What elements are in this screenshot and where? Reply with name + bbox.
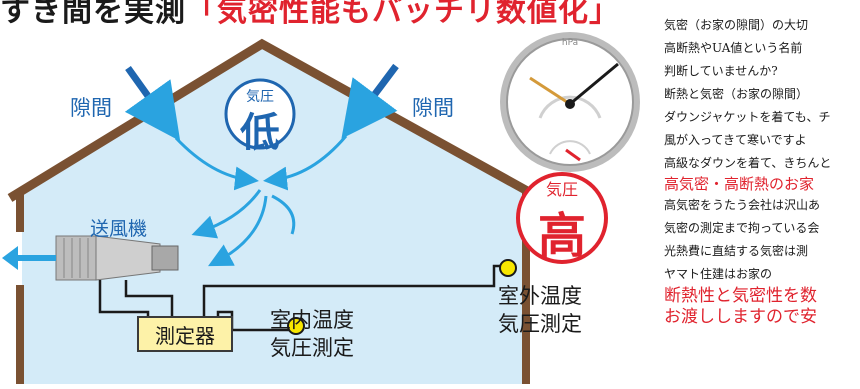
text-line: 高気密をうたう会社は沢山あ (664, 198, 821, 212)
outdoor-measure-line1: 室外温度 (498, 284, 582, 308)
air-swirl-down-mid (208, 195, 268, 267)
meter-box: 測定器 (137, 316, 233, 352)
air-swirl-down-left (191, 189, 262, 239)
high-pressure-circle (516, 172, 608, 264)
text-line: 高断熱やUA値という名前 (664, 41, 803, 55)
text-line: 断熱と気密（お家の隙間） (664, 87, 809, 101)
gap-label-right: 隙間 (412, 96, 454, 120)
sensor-dot-icon (287, 317, 305, 335)
high-pressure-char: 高 (537, 208, 586, 264)
high-pressure-word: 気圧 (545, 180, 578, 199)
highlight-line: 断熱性と気密性を数 (664, 286, 817, 306)
indoor-measure-label: 室内温度 気圧測定 (270, 306, 354, 362)
air-swirl-left (174, 136, 259, 191)
highlight-line: 高気密・高断熱のお家 (664, 175, 815, 193)
text-line: 光熱費に直結する気密は測 (664, 244, 809, 258)
house-roof (7, 38, 543, 202)
indoor-measure-line1: 室内温度 (270, 308, 354, 332)
text-line: 風が入ってきて寒いですよ (664, 133, 807, 147)
text-line: 判断していませんか? (664, 64, 778, 78)
headline-part-1: すき間を実測 (0, 0, 186, 29)
outdoor-measure-line2: 気圧測定 (498, 312, 582, 336)
blower-label: 送風機 (90, 218, 148, 240)
indoor-measure-line2: 気圧測定 (270, 336, 354, 360)
blower-fan-icon (55, 235, 179, 281)
headline: すき間を実測「気密性能もバッチリ数値化」 (0, 0, 620, 30)
text-line: ヤマト住建はお家の (664, 267, 773, 281)
gap-arrow-right (341, 63, 399, 139)
low-pressure-char: 低 (240, 110, 280, 156)
highlight-line: お渡ししますので安 (664, 307, 817, 327)
text-line: 高級なダウンを着て、きちんと (664, 156, 832, 170)
air-arrow-icon (2, 246, 18, 270)
text-line: ダウンジャケットを着ても、チ (664, 110, 831, 124)
outdoor-measure-label: 室外温度 気圧測定 (498, 282, 582, 338)
text-line: 気密（お家の隙間）の大切 (664, 18, 809, 32)
house-illustration (2, 32, 640, 384)
low-pressure-circle (224, 78, 296, 150)
explanation-text: 気密（お家の隙間）の大切 高断熱やUA値という名前 判断していませんか? 断熱と… (664, 14, 860, 328)
sensor-wiring (98, 264, 506, 332)
meter-label: 測定器 (155, 323, 215, 348)
sensor-dot-icon (499, 259, 517, 277)
air-swirl-down-right (271, 194, 296, 235)
low-pressure-word: 気圧 (246, 89, 274, 105)
gap-arrow-left (124, 65, 181, 142)
gauge-unit-label: hPa (561, 38, 579, 48)
text-line: 気密の測定まで拘っている会 (664, 221, 820, 235)
air-swirl-right (263, 135, 348, 191)
headline-part-2: 「気密性能もバッチリ数値化」 (186, 0, 620, 29)
gap-label-left: 隙間 (70, 96, 112, 120)
pressure-gauge-icon (500, 32, 640, 172)
